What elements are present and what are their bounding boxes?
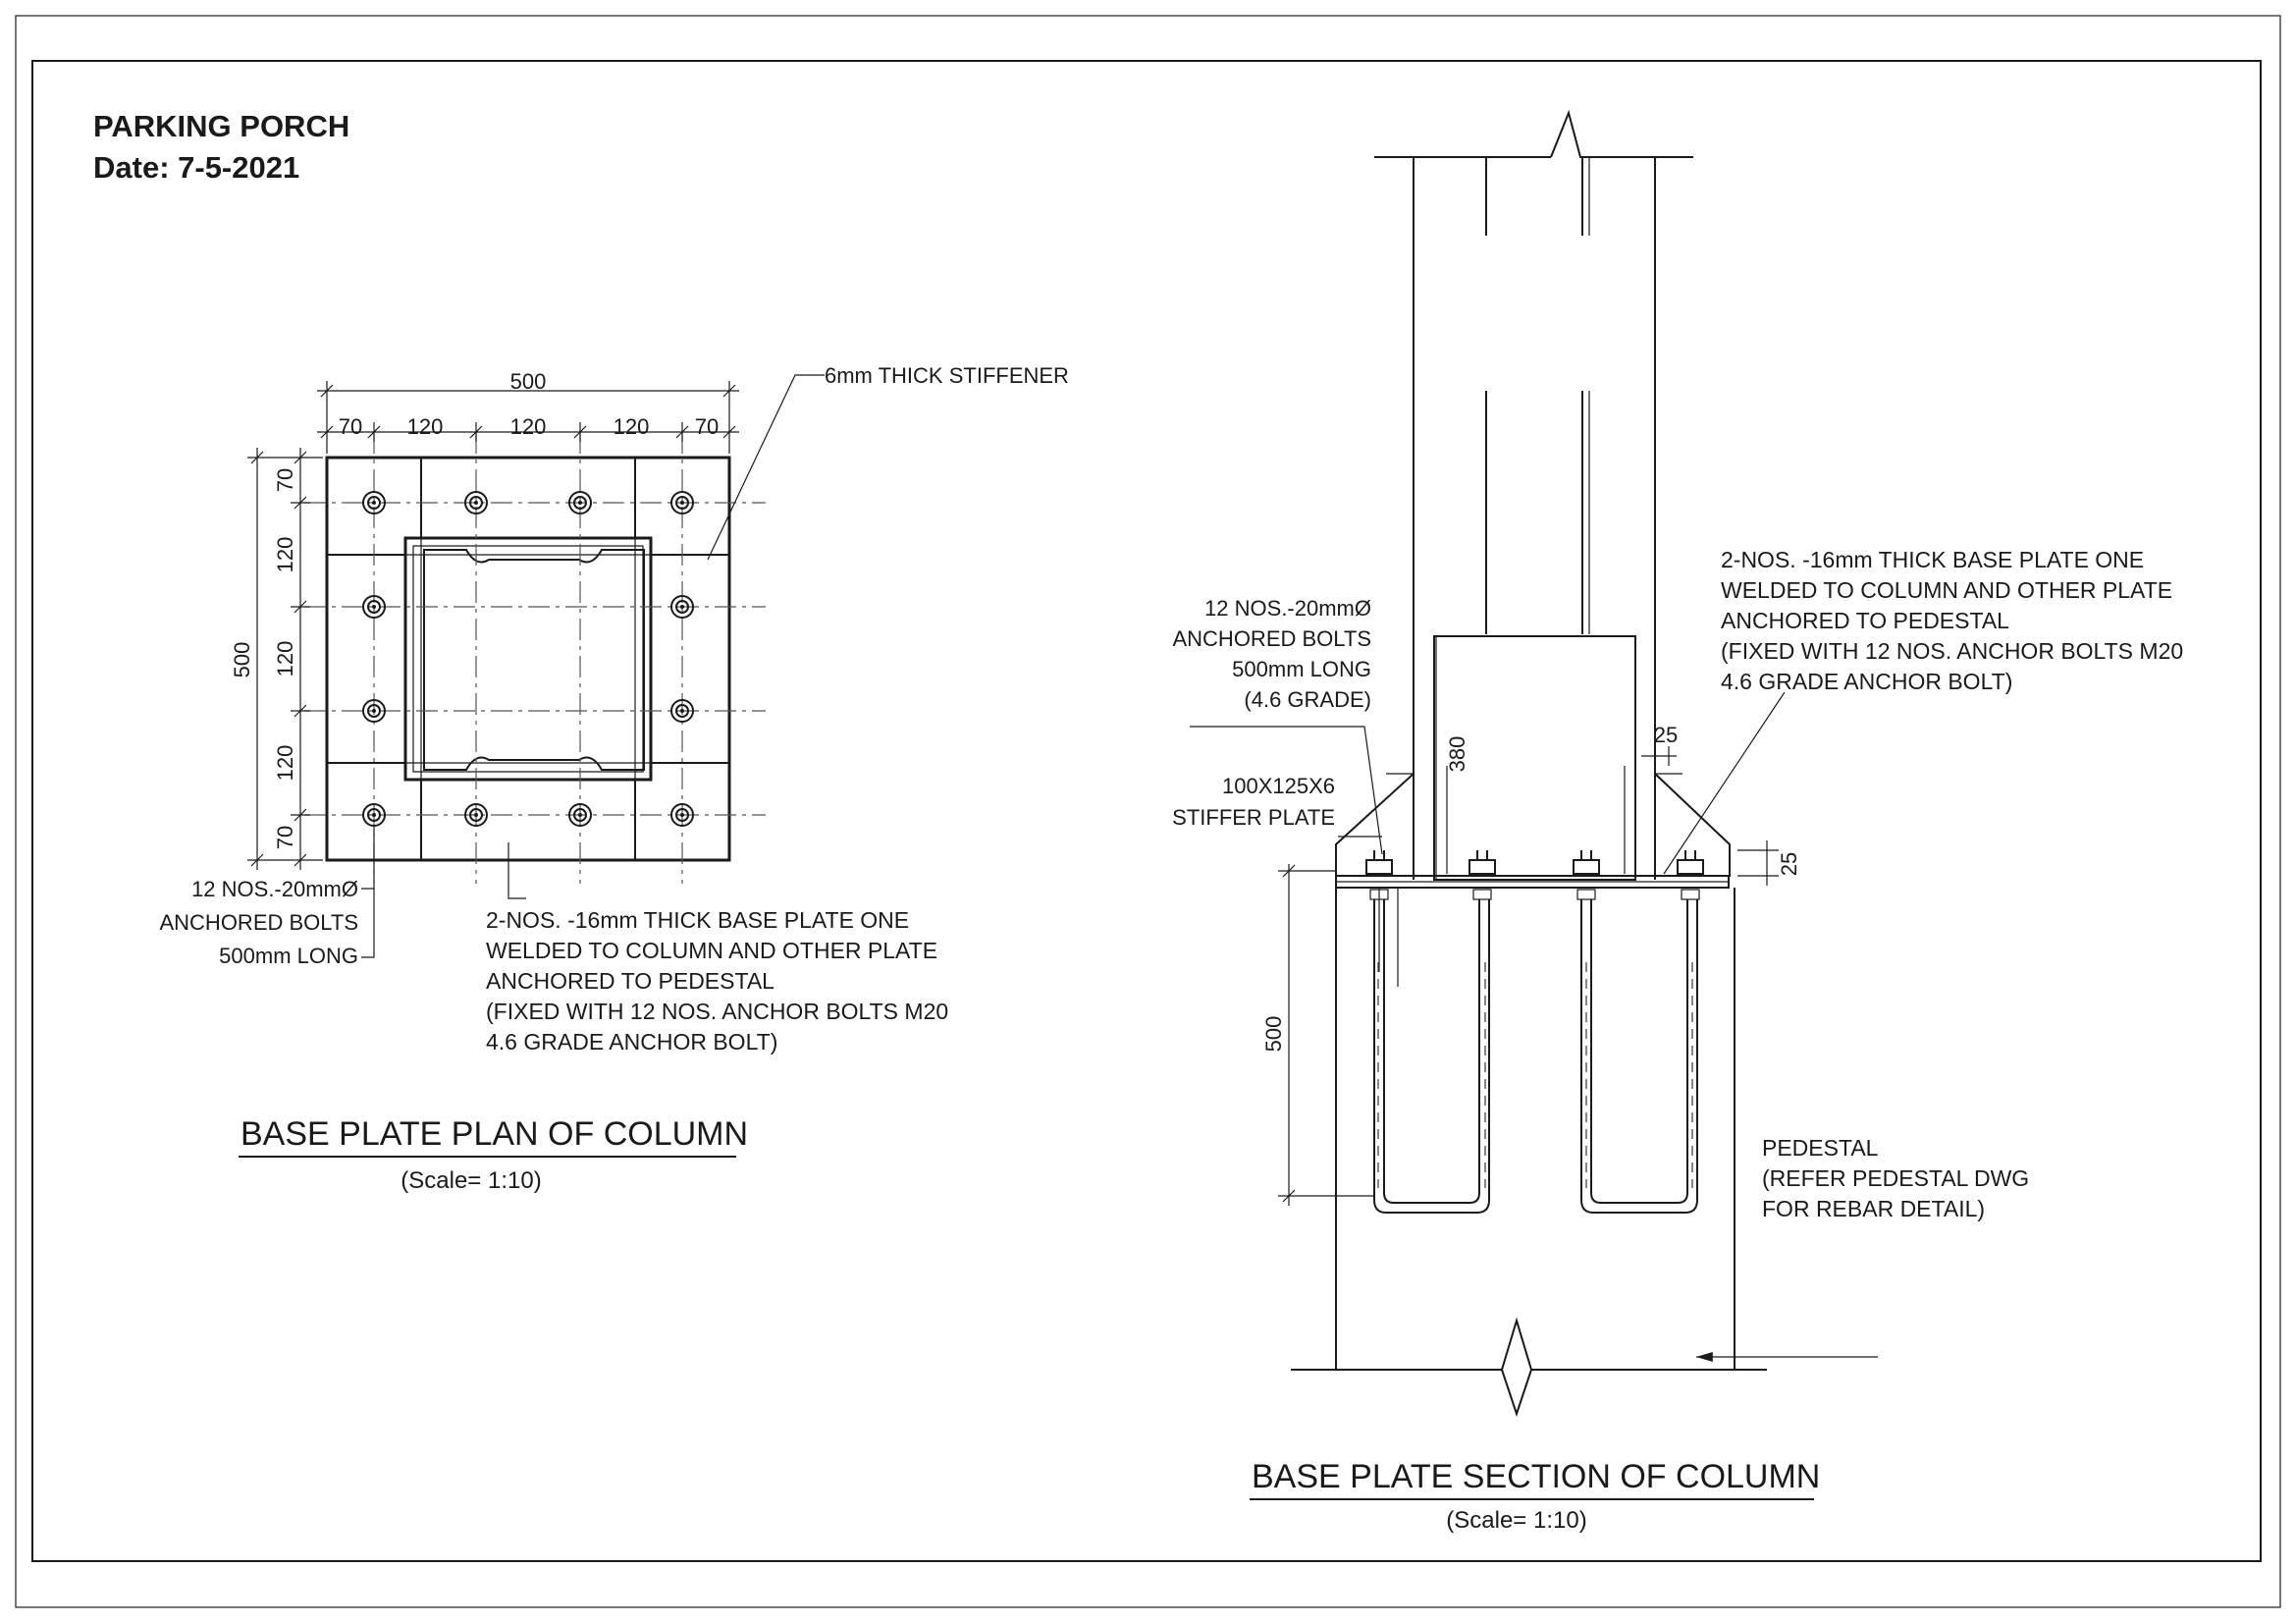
section-title: BASE PLATE SECTION OF COLUMN xyxy=(1252,1458,1820,1495)
plan-stiffener-top xyxy=(420,457,636,539)
plan-dim-h-1: 70 xyxy=(339,414,362,439)
base-plate-section: 380 25 25 500 12 NOS.-20mmØ ANCHORED BOL… xyxy=(1172,109,2183,1534)
section-pedestal-note-2: (REFER PEDESTAL DWG xyxy=(1762,1165,2029,1191)
section-anchor-bolt-left xyxy=(1373,899,1490,1214)
section-stiffener-block xyxy=(1433,635,1636,881)
section-base-plate-note-4: (FIXED WITH 12 NOS. ANCHOR BOLTS M20 xyxy=(1721,638,2183,664)
section-base-plate-note-1: 2-NOS. -16mm THICK BASE PLATE ONE xyxy=(1721,547,2144,572)
plan-dim-v-5: 70 xyxy=(273,826,297,849)
section-dim-500: 500 xyxy=(1261,1016,1286,1053)
plan-dim-v-3: 120 xyxy=(273,641,297,677)
outer-border xyxy=(15,15,2281,1608)
plan-base-plate-note-1: 2-NOS. -16mm THICK BASE PLATE ONE xyxy=(486,907,909,933)
section-scale: (Scale= 1:10) xyxy=(1446,1507,1586,1534)
plan-dim-h-5: 70 xyxy=(695,414,719,439)
plan-dim-v-4: 120 xyxy=(273,745,297,782)
plan-stiffener-note: 6mm THICK STIFFENER xyxy=(825,363,1069,388)
plan-dims-horizontal xyxy=(317,381,739,454)
section-base-plate-note-5: 4.6 GRADE ANCHOR BOLT) xyxy=(1721,669,2012,694)
plan-base-plate xyxy=(325,456,731,862)
plan-column-outer xyxy=(403,536,653,782)
plan-dim-h-2: 120 xyxy=(407,414,444,439)
section-base-plate-note-3: ANCHORED TO PEDESTAL xyxy=(1721,608,2009,633)
plan-column-inner xyxy=(423,549,645,771)
plan-dim-h-3: 120 xyxy=(510,414,547,439)
section-dim-380: 380 xyxy=(1445,736,1469,773)
plan-base-plate-note-4: (FIXED WITH 12 NOS. ANCHOR BOLTS M20 xyxy=(486,999,948,1024)
section-bolts-note-3: 500mm LONG xyxy=(1232,657,1371,681)
section-dim-25-top: 25 xyxy=(1654,723,1678,747)
drawing-date: Date: 7-5-2021 xyxy=(93,150,299,185)
plan-dim-v-1: 70 xyxy=(273,468,297,492)
plan-stiffener-bottom xyxy=(420,779,636,861)
section-bolts-note-1: 12 NOS.-20mmØ xyxy=(1204,596,1371,621)
plan-base-plate-note-3: ANCHORED TO PEDESTAL xyxy=(486,968,774,994)
plan-dims-vertical xyxy=(247,448,323,870)
section-anchor-bolt-right xyxy=(1580,899,1698,1214)
section-bolts-note-2: ANCHORED BOLTS xyxy=(1172,626,1371,651)
plan-dim-v-2: 120 xyxy=(273,537,297,573)
plan-dim-overall-h: 500 xyxy=(510,369,547,394)
plan-scale: (Scale= 1:10) xyxy=(400,1167,541,1194)
plan-dim-h-4: 120 xyxy=(614,414,650,439)
plan-dim-overall-v: 500 xyxy=(230,642,254,678)
inner-border xyxy=(31,60,2262,1562)
plan-title: BASE PLATE PLAN OF COLUMN xyxy=(240,1115,748,1153)
section-stiffer-note-2: STIFFER PLATE xyxy=(1172,805,1335,830)
plan-bolts-note-2: ANCHORED BOLTS xyxy=(159,910,358,935)
plan-base-plate-note-5: 4.6 GRADE ANCHOR BOLT) xyxy=(486,1029,777,1055)
base-plate-plan: 500 70 120 120 120 70 500 70 120 120 120… xyxy=(159,363,1068,1194)
section-base-plate-note-2: WELDED TO COLUMN AND OTHER PLATE xyxy=(1721,577,2172,603)
plan-base-plate-note-2: WELDED TO COLUMN AND OTHER PLATE xyxy=(486,938,937,963)
section-pedestal-note-3: FOR REBAR DETAIL) xyxy=(1762,1196,1985,1221)
section-dim-25-side: 25 xyxy=(1777,852,1801,876)
plan-stiffener-left xyxy=(326,554,406,764)
plan-stiffener-right xyxy=(650,554,730,764)
project-title: PARKING PORCH xyxy=(93,109,349,143)
plan-bolts-note-3: 500mm LONG xyxy=(219,944,358,968)
section-stiffer-note-1: 100X125X6 xyxy=(1222,774,1335,798)
section-bolts-note-4: (4.6 GRADE) xyxy=(1244,687,1371,712)
plan-bolts-note-1: 12 NOS.-20mmØ xyxy=(191,877,358,901)
section-pedestal-note-1: PEDESTAL xyxy=(1762,1135,1879,1161)
